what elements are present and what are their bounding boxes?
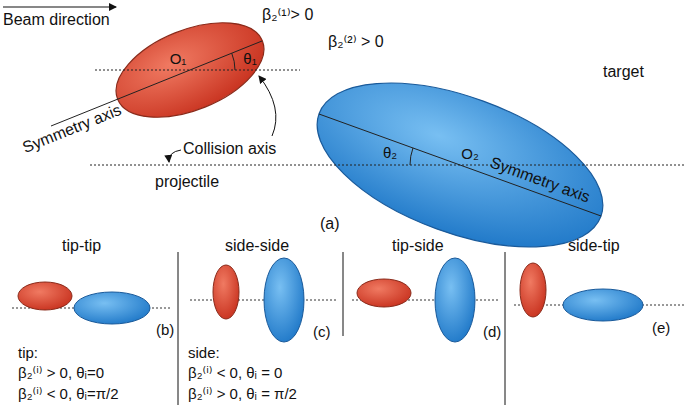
target-ellipse [264, 258, 304, 342]
projectile-ellipse [213, 265, 239, 319]
symmetry-axis-line [51, 41, 262, 126]
condition-text: β₂⁽ⁱ⁾ < 0, θᵢ = 0 [188, 363, 282, 382]
target-ellipse [74, 292, 150, 324]
panel-letter: (c) [313, 322, 331, 341]
panel-letter: (e) [652, 318, 670, 337]
condition-text: β₂⁽ⁱ⁾ < 0, θᵢ=π/2 [18, 384, 119, 403]
collision-line [190, 300, 336, 301]
leader-line [259, 76, 276, 136]
angle-label: θ₁ [243, 50, 256, 68]
collision-axis-line [90, 165, 685, 166]
target-ellipse [435, 258, 475, 342]
center-label: θ₂ [383, 144, 397, 162]
panel-letter: (a) [320, 214, 340, 233]
axis-label: Collision axis [183, 139, 276, 158]
angle-arc [410, 148, 413, 165]
deformation-label: β₂⁽¹⁾> 0 [262, 5, 313, 24]
projectile-ellipse [18, 282, 72, 310]
angle-label: O₂ [461, 145, 479, 163]
target-label: target [603, 62, 644, 81]
center-label: O₁ [170, 50, 187, 68]
projectile-label: projectile [155, 172, 219, 191]
panel-separator [505, 252, 506, 405]
orientation-title: tip-side [392, 236, 444, 255]
projectile-axis-line [95, 70, 300, 71]
angle-arc [232, 53, 235, 70]
condition-text: β₂⁽ⁱ⁾ > 0, θᵢ = π/2 [188, 384, 297, 403]
symmetry-axis-line [319, 114, 601, 216]
beam-label: Beam direction [3, 10, 110, 29]
beam-arrow [3, 6, 116, 7]
orientation-title: side-side [225, 236, 289, 255]
deformation-label: β₂⁽²⁾ > 0 [328, 32, 384, 51]
axis-label: Symmetry axis [20, 101, 124, 157]
orientation-title: tip-tip [62, 236, 101, 255]
panel-separator [178, 252, 179, 405]
target-ellipse [563, 289, 643, 321]
projectile-ellipse [520, 263, 546, 317]
panel-letter: (b) [156, 320, 174, 339]
panel-separator [343, 252, 344, 336]
panel-letter: (d) [483, 322, 501, 341]
orientation-title: side-tip [568, 236, 620, 255]
condition-heading: tip: [18, 343, 38, 362]
condition-heading: side: [188, 343, 220, 362]
leader-line [169, 150, 181, 162]
projectile-ellipse [357, 279, 411, 307]
condition-text: β₂⁽ⁱ⁾ > 0, θᵢ=0 [18, 363, 104, 382]
